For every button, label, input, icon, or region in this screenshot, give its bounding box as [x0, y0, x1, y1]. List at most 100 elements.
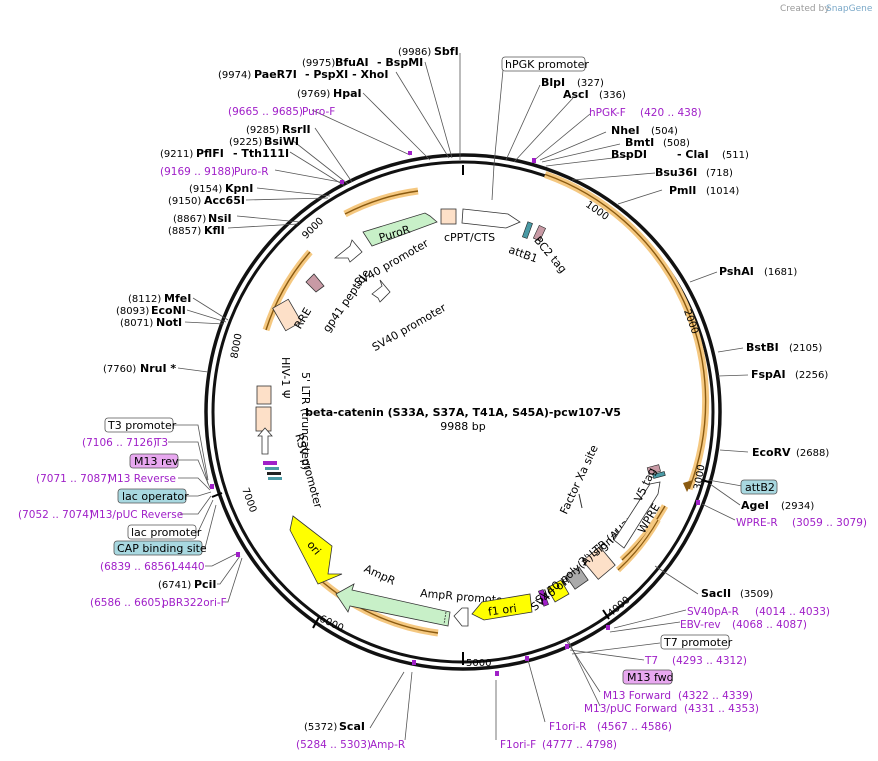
feature-attb1-label: attB1: [507, 243, 540, 265]
site-pmli-name: PmlI: [669, 184, 696, 197]
site-nhei-name: NheI: [611, 124, 640, 137]
feature-f1-ori-label: f1 ori: [487, 602, 517, 619]
primer-amp-r-name: Amp-R: [370, 739, 405, 751]
site-pflfi-name: PflFI: [196, 147, 224, 160]
plasmid-name: beta-catenin (S33A, S37A, T41A, S45A)-pc…: [305, 406, 621, 419]
site-pflfi-pos: (9211): [160, 149, 193, 160]
primer-m13-forward-range: (4322 .. 4339): [678, 690, 753, 702]
site-pcii-name: PciI: [194, 578, 216, 591]
feature-ori-arrow: [289, 515, 343, 585]
site-econi-pos: (8093): [116, 306, 149, 317]
orf-arc-ltr-core: [617, 519, 659, 571]
backbone-outer: [204, 153, 722, 671]
feature-attb2-mark: [652, 471, 666, 479]
site-sbfi-name: SbfI: [434, 45, 459, 58]
feature-gp41-mark: [305, 273, 325, 293]
primer-m13-forward-name: M13 Forward: [603, 690, 671, 702]
box-t3-promoter[interactable]: [104, 417, 174, 433]
site-noti-name: NotI: [156, 316, 182, 329]
orf-arc-rre-core: [265, 251, 311, 331]
primer-pbr322ori-f-range: (6586 .. 6605): [90, 597, 165, 609]
site-bspdi-name: BspDI: [611, 148, 647, 161]
primer-l4440-name: L4440: [172, 561, 205, 573]
feature-ampr-divider: [443, 611, 447, 625]
box-m13-rev[interactable]: [129, 453, 179, 469]
puro-f-marker: [408, 151, 412, 155]
tick-3000-mark: [701, 479, 713, 484]
site-mfei-name: MfeI: [164, 292, 191, 305]
primer-f1ori-r-name: F1ori-R: [549, 721, 586, 733]
site-scai-name: ScaI: [339, 720, 365, 733]
feature-factor-xa-mark: [578, 493, 583, 509]
site-nrui-pos: (7760): [103, 364, 136, 375]
site-hpai-name: HpaI: [333, 87, 362, 100]
primer-f1ori-f-name: F1ori-F: [500, 739, 536, 751]
box-hpgk-promoter[interactable]: [501, 56, 586, 72]
site-paer7i-pos: (9974): [218, 70, 251, 81]
site-bsiwi-pos: (9225): [229, 137, 262, 148]
site-pflfi-extra: - Tth111I: [233, 147, 289, 160]
box-m13-fwd-label: M13 fwd: [627, 671, 674, 684]
box-m13-rev-label: M13 rev: [134, 455, 179, 468]
feature-hiv-psi-box: [256, 385, 272, 405]
site-paer7i-extra: - PspXI - XhoI: [305, 68, 388, 81]
primer-t7-name: T7: [644, 655, 658, 667]
box-lac-promoter[interactable]: [127, 524, 197, 540]
credit-brand: SnapGene: [826, 4, 873, 14]
box-attb2[interactable]: [740, 479, 778, 495]
feature-ampr-arrow: [335, 583, 451, 627]
site-bstbi-name: BstBI: [746, 341, 779, 354]
tick-8000: 8000: [229, 333, 244, 360]
feature-sv40-promoter-a-arrow: [333, 239, 363, 263]
feature-puror-arrow: [362, 212, 438, 247]
box-t7-promoter[interactable]: [660, 634, 730, 650]
feature-lac-cluster-a: [263, 461, 277, 465]
leaders-right: [491, 69, 749, 521]
site-bfuai-extra: - BspMI: [377, 56, 423, 69]
box-lac-operator-label: lac operator: [122, 490, 189, 503]
feature-sv40-ori-box: [546, 579, 570, 603]
feature-rsv-promoter-arrow: [257, 427, 273, 455]
primer-puro-f-range: (9665 .. 9685): [228, 106, 303, 118]
box-cap-binding-site-label: CAP binding site: [117, 542, 207, 555]
feature-cppt-cts-arrow: [461, 208, 521, 229]
site-agei-name: AgeI: [741, 499, 769, 512]
site-rsrii-pos: (9285): [246, 125, 279, 136]
feature-ltr5-box: [255, 406, 272, 432]
site-acc65i-pos: (9150): [168, 196, 201, 207]
box-lac-operator[interactable]: [117, 488, 187, 504]
primer-m13-puc-forward-range: (4331 .. 4353): [684, 703, 759, 715]
site-fspai-pos: (2256): [795, 370, 828, 381]
feature-sv40-polya-box: [565, 566, 589, 590]
primer-f1ori-r-range: (4567 .. 4586): [597, 721, 672, 733]
credit-prefix: Created by: [780, 4, 830, 14]
primer-l4440-range: (6839 .. 6856): [100, 561, 175, 573]
site-bfuai-name: BfuAI: [335, 56, 369, 69]
tick-4000-mark: [602, 609, 610, 620]
feature-lac-cluster-d: [268, 477, 282, 480]
box-cap-binding-site[interactable]: [113, 540, 203, 556]
orf-arc-ampr-core: [317, 577, 439, 634]
site-pcii-pos: (6741): [158, 580, 191, 591]
site-sacii-pos: (3509): [740, 589, 773, 600]
site-nrui-name: NruI *: [140, 362, 176, 375]
site-kpni-pos: (9154): [189, 184, 222, 195]
tick-2000: 2000: [681, 308, 700, 336]
box-m13-fwd[interactable]: [622, 669, 673, 685]
site-mfei-pos: (8112): [128, 294, 161, 305]
site-bfuai-pos: (9975): [302, 58, 335, 69]
feature-ltr5-label: 5' LTR (truncated): [299, 372, 312, 470]
primer-wpre-r-name: WPRE-R: [736, 517, 778, 529]
primer-puro-r-range: (9169 .. 9188): [160, 166, 235, 178]
feature-wpre-arrow: [613, 481, 661, 549]
box-lac-promoter-label: lac promoter: [131, 526, 202, 539]
leaders-bottom: [369, 565, 699, 741]
primer-m13-reverse-range: (7071 .. 7087): [36, 473, 111, 485]
orf-arc-puro-core: [344, 190, 419, 215]
site-acc65i-name: Acc65I: [204, 194, 245, 207]
feature-hiv-psi-label: HIV-1 Ψ: [279, 357, 292, 399]
site-asci-pos: (336): [599, 90, 626, 101]
site-sbfi-pos: (9986): [398, 47, 431, 58]
tick-3000: 3000: [692, 464, 707, 491]
